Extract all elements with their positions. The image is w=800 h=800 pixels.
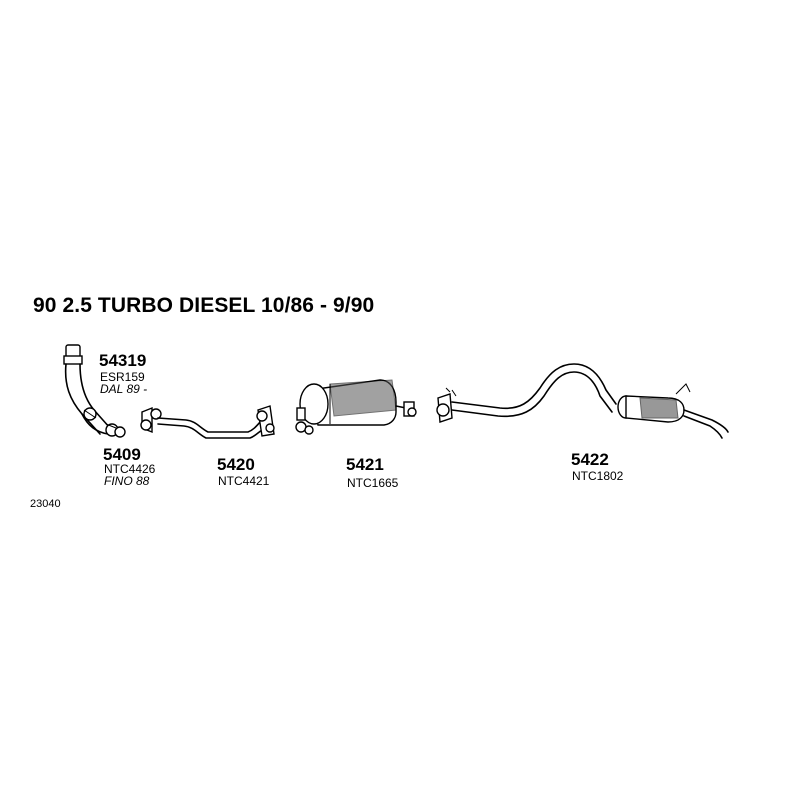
rear-silencer-icon [436,363,729,439]
oem-code-5420: NTC4421 [218,474,270,488]
part-number-5421: 5421 [346,455,384,474]
part-number-5422: 5422 [571,450,609,469]
part-number-5409: 5409 [103,445,141,464]
diagram-title: 90 2.5 TURBO DIESEL 10/86 - 9/90 [33,294,375,317]
catalog-code: 23040 [30,498,61,510]
oem-code-54319: ESR159 [100,370,145,384]
oem-code-5409: NTC4426 [104,462,156,476]
center-silencer-icon [295,379,417,435]
part-number-5420: 5420 [217,455,255,474]
downpipe-icon [63,344,126,438]
oem-code-5421: NTC1665 [347,476,399,490]
part-number-54319: 54319 [99,351,147,370]
fitment-note-54319: DAL 89 - [100,382,148,396]
oem-code-5422: NTC1802 [572,469,624,483]
intermediate-pipe-icon [140,405,275,439]
fitment-note-5409: FINO 88 [104,474,150,488]
